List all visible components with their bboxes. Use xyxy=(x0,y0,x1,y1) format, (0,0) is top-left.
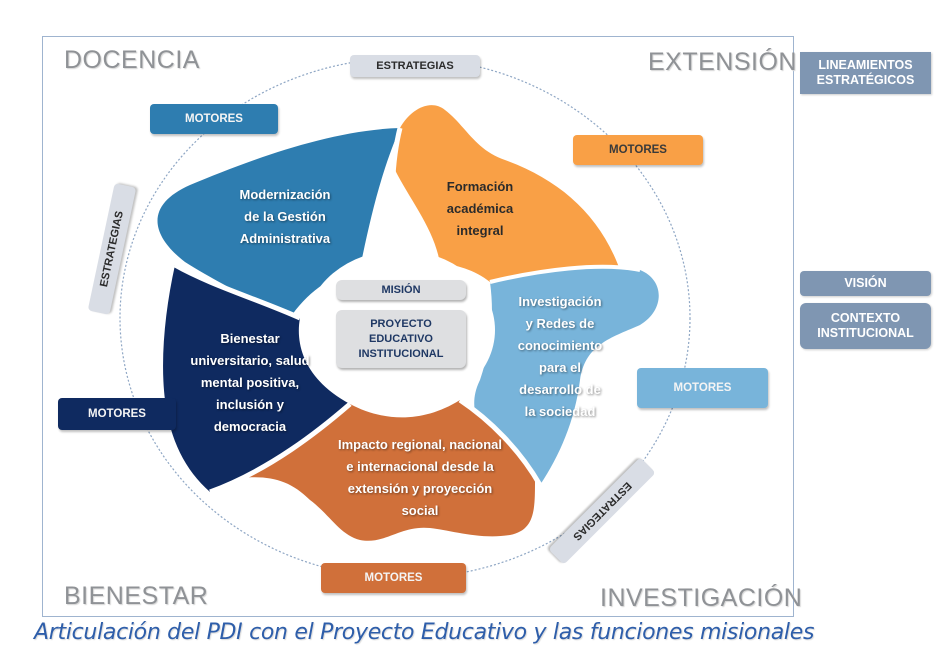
petal-impacto-label: Impacto regional, nacional e internacion… xyxy=(338,437,502,518)
diagram-frame xyxy=(42,36,794,617)
petal-gestion-label: Modernización de la Gestión Administrati… xyxy=(239,187,331,246)
proyecto-educativo-box: PROYECTO EDUCATIVO INSTITUCIONAL xyxy=(336,310,466,368)
petal-separator xyxy=(489,264,641,284)
petal-separator xyxy=(173,262,302,321)
petal-separator xyxy=(389,127,403,251)
corner-docencia: DOCENCIA xyxy=(64,46,200,74)
petal-separator xyxy=(458,397,543,487)
petal-formacion-shape xyxy=(393,105,620,282)
motores-left: MOTORES xyxy=(58,398,176,430)
corner-investigacion: INVESTIGACIÓN xyxy=(600,584,803,612)
petal-formacion-label: Formación académica integral xyxy=(446,179,514,238)
motores-top-right: MOTORES xyxy=(573,135,703,165)
estrategias-top: ESTRATEGIAS xyxy=(350,55,480,77)
motores-bottom: MOTORES xyxy=(321,563,466,593)
petal-investigacion-shape xyxy=(474,266,659,485)
petal-bienestar-label: Bienestar universitario, salud mental po… xyxy=(190,331,310,434)
vision-box: VISIÓN xyxy=(800,271,931,296)
motores-right: MOTORES xyxy=(637,368,768,408)
petal-bienestar-shape xyxy=(163,265,350,492)
lineamientos-estrategicos-box: LINEAMIENTOS ESTRATÉGICOS xyxy=(800,52,931,94)
petal-separator xyxy=(209,402,352,495)
contexto-institucional-box: CONTEXTO INSTITUCIONAL xyxy=(800,303,931,349)
corner-extension: EXTENSIÓN xyxy=(648,48,797,76)
corner-bienestar: BIENESTAR xyxy=(64,582,209,610)
figure-caption: Articulación del PDI con el Proyecto Edu… xyxy=(34,620,815,645)
mision-box: MISIÓN xyxy=(336,280,466,300)
motores-top-left: MOTORES xyxy=(150,104,278,134)
petal-investigacion-label: Investigación y Redes de conocimiento pa… xyxy=(517,294,603,419)
